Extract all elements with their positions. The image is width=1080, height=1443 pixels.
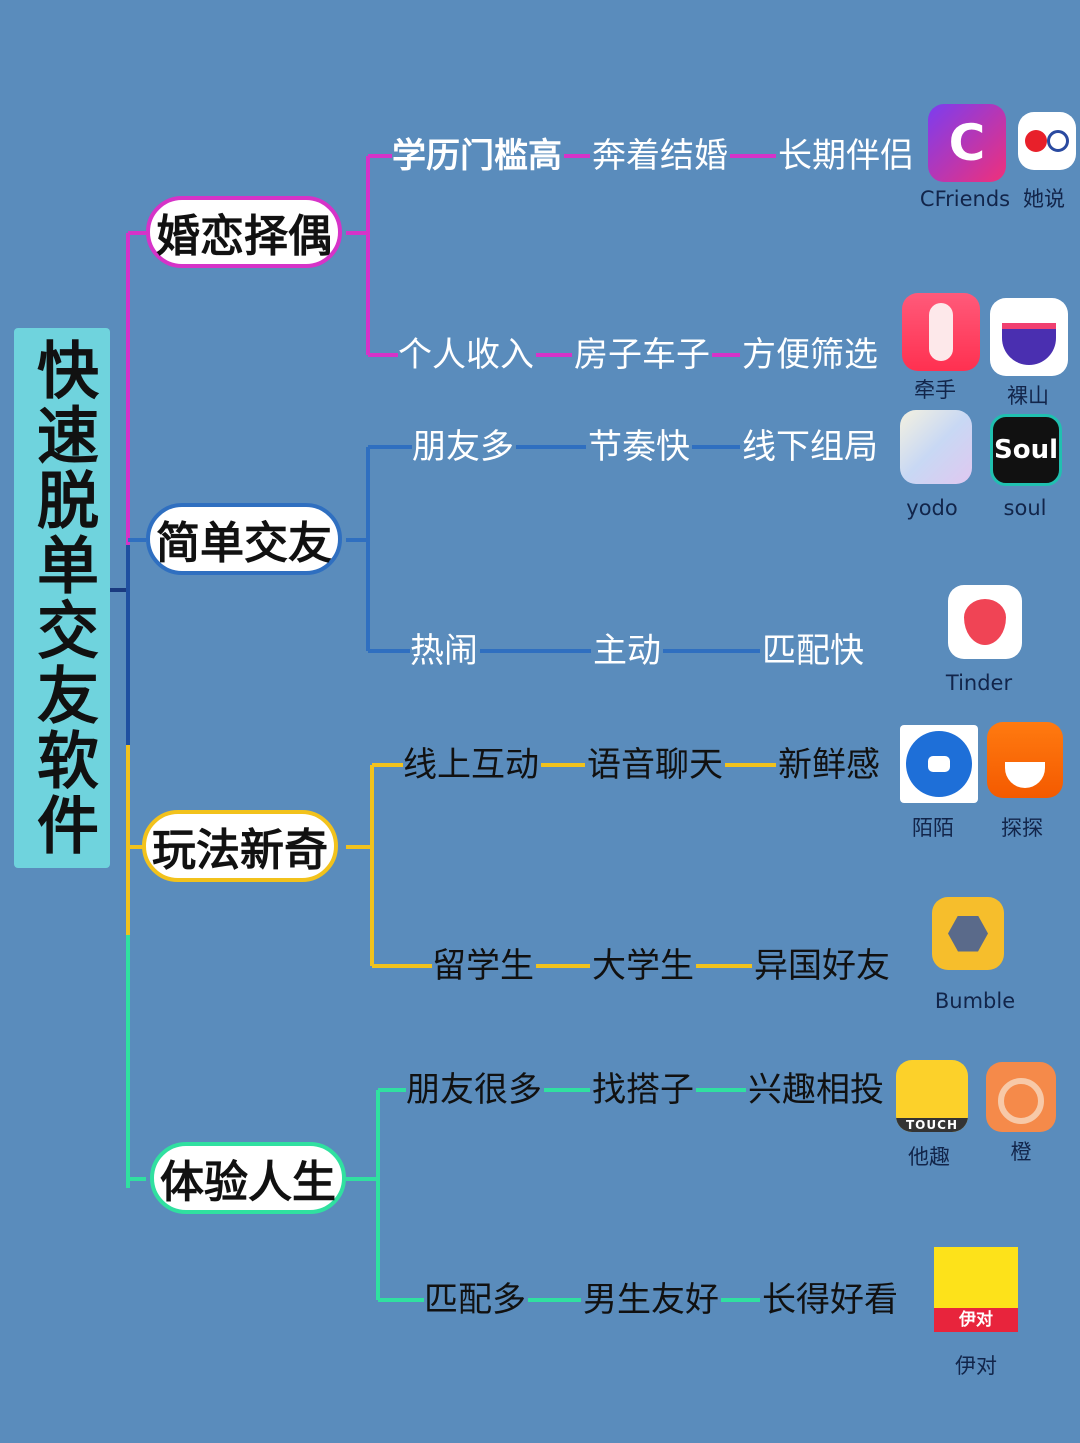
row-item: 奔着结婚 <box>592 136 728 176</box>
cfriends-icon[interactable]: C <box>928 104 1006 182</box>
app-label: 牵手 <box>914 378 956 402</box>
row-item: 异国好友 <box>754 946 890 986</box>
branch-simple-friends: 简单交友 <box>146 503 342 575</box>
app-label: 橙 <box>1010 1140 1032 1164</box>
row-item: 主动 <box>593 631 661 671</box>
row-item: 留学生 <box>432 946 534 986</box>
app-label: 探探 <box>1001 816 1043 840</box>
row-item: 朋友很多 <box>406 1070 542 1110</box>
cheng-icon[interactable] <box>986 1062 1056 1132</box>
app-label: CFriends <box>919 187 1011 211</box>
tantan-icon[interactable] <box>987 722 1063 798</box>
row-item: 大学生 <box>592 946 694 986</box>
yodo-icon[interactable] <box>900 410 972 484</box>
momo-icon[interactable] <box>900 725 978 803</box>
row-item: 新鲜感 <box>778 745 880 785</box>
row-item: 方便筛选 <box>742 335 878 375</box>
row-item: 找搭子 <box>592 1070 694 1110</box>
row-item: 男生友好 <box>583 1280 719 1320</box>
app-label: 他趣 <box>908 1145 950 1169</box>
root-node: 快速脱单交友软件 <box>14 328 110 868</box>
row-item: 房子车子 <box>574 335 710 375</box>
row-item: 线上互动 <box>403 745 539 785</box>
row-item: 节奏快 <box>588 427 690 467</box>
bumble-icon[interactable] <box>932 897 1004 970</box>
taqu-icon[interactable]: TOUCH <box>896 1060 968 1132</box>
row-item: 匹配快 <box>762 631 864 671</box>
app-label: 裸山 <box>1007 384 1049 408</box>
branch-marriage: 婚恋择偶 <box>146 196 342 268</box>
branch-experience-life: 体验人生 <box>150 1142 346 1214</box>
app-label: Bumble <box>934 989 1016 1013</box>
root-title: 快速脱单交友软件 <box>26 338 99 858</box>
app-label: 陌陌 <box>912 816 954 840</box>
qianshou-icon[interactable] <box>902 293 980 371</box>
soul-icon[interactable]: Soul <box>990 414 1062 486</box>
tinder-icon[interactable] <box>948 585 1022 659</box>
row-item: 学历门槛高 <box>392 136 562 176</box>
row-item: 兴趣相投 <box>748 1070 884 1110</box>
row-item: 线下组局 <box>742 427 878 467</box>
row-item: 长期伴侣 <box>778 136 914 176</box>
tashuo-icon[interactable] <box>1018 112 1076 170</box>
app-label: Tinder <box>945 671 1013 695</box>
row-item: 长得好看 <box>762 1280 898 1320</box>
row-item: 语音聊天 <box>587 745 723 785</box>
row-item: 热闹 <box>410 631 478 671</box>
app-label: 她说 <box>1023 187 1065 211</box>
app-label: yodo <box>906 496 958 520</box>
row-item: 朋友多 <box>412 427 514 467</box>
row-item: 匹配多 <box>424 1280 526 1320</box>
branch-novel-play: 玩法新奇 <box>142 810 338 882</box>
luoshan-icon[interactable] <box>990 298 1068 376</box>
app-label: 伊对 <box>955 1354 997 1378</box>
yidui-icon[interactable]: 伊对 <box>934 1247 1018 1332</box>
row-item: 个人收入 <box>398 335 534 375</box>
app-label: soul <box>1003 496 1047 520</box>
